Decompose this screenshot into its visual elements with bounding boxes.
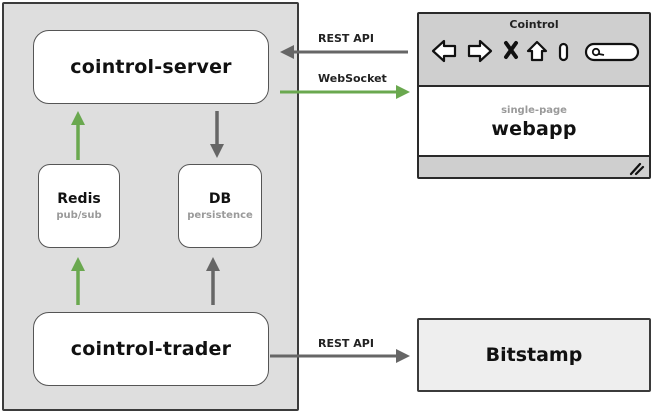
search-field-icon — [584, 42, 640, 62]
back-arrow-icon — [431, 39, 457, 63]
search-glass-icon — [591, 47, 601, 57]
arrow-server-to-db — [210, 111, 224, 158]
browser-status-bar — [419, 155, 649, 177]
reload-icon — [558, 42, 569, 62]
redis-label: Redis — [57, 191, 101, 207]
resize-grip-icon — [629, 162, 645, 176]
arrow-webapp-to-server — [280, 45, 408, 59]
webapp-label: webapp — [491, 117, 577, 140]
home-icon — [526, 40, 548, 62]
browser-window-title: Cointrol — [509, 18, 559, 31]
edge-label-bitstamp-rest: REST API — [318, 337, 374, 350]
forward-arrow-icon — [467, 39, 493, 63]
bitstamp-label: Bitstamp — [485, 344, 583, 366]
close-x-icon — [504, 41, 518, 59]
arrow-trader-to-redis — [71, 257, 85, 305]
cointrol-trader-node: cointrol-trader — [33, 312, 269, 386]
cointrol-trader-label: cointrol-trader — [70, 338, 232, 360]
edge-label-websocket: WebSocket — [318, 72, 387, 85]
cointrol-server-node: cointrol-server — [33, 30, 269, 104]
edge-label-webapp-rest: REST API — [318, 32, 374, 45]
browser-content-area: single-page webapp — [419, 89, 649, 155]
browser-toolbar: Cointrol — [419, 14, 649, 87]
browser-toolbar-icons — [431, 39, 640, 63]
arrow-server-to-webapp — [280, 85, 410, 99]
bitstamp-node: Bitstamp — [417, 318, 651, 392]
redis-node: Redis pub/sub — [38, 164, 120, 248]
db-sublabel: persistence — [187, 210, 253, 221]
redis-sublabel: pub/sub — [56, 210, 102, 221]
webapp-browser-window: Cointrol single-page webapp — [417, 12, 651, 179]
db-node: DB persistence — [178, 164, 262, 248]
arrow-redis-to-server — [71, 111, 85, 160]
arrow-trader-to-bitstamp — [270, 349, 410, 363]
arrow-trader-to-db — [206, 257, 220, 305]
db-label: DB — [208, 191, 232, 207]
cointrol-server-label: cointrol-server — [70, 56, 232, 78]
webapp-sublabel: single-page — [501, 104, 567, 116]
